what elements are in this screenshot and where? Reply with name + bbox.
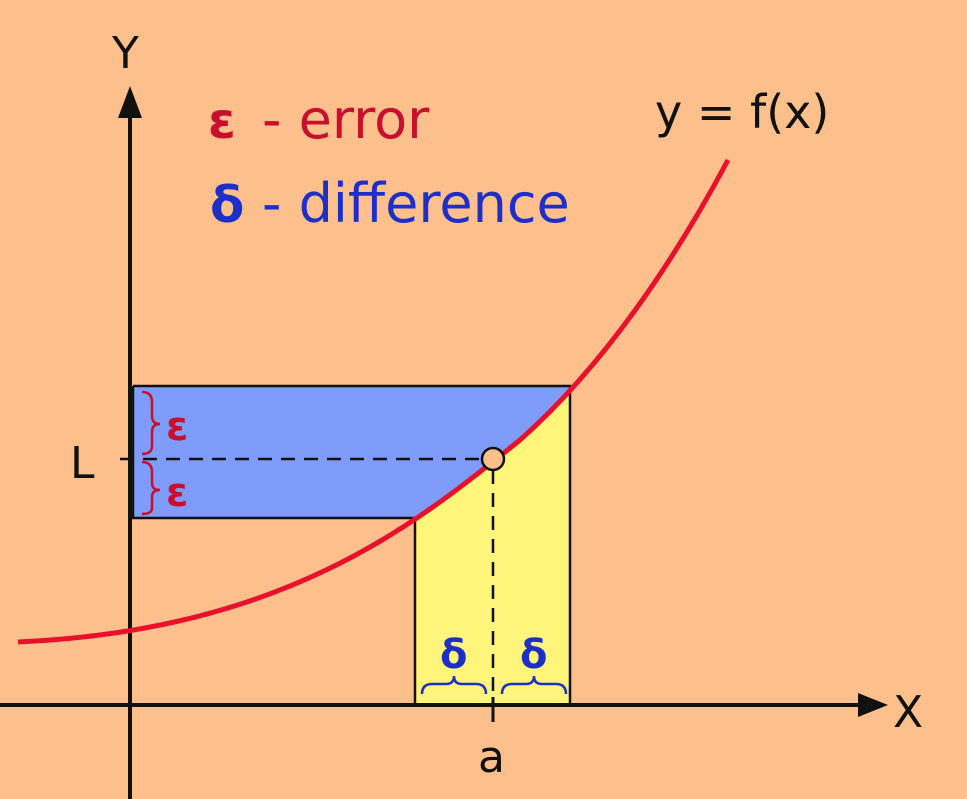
legend-delta-symbol: δ [210,176,244,234]
delta-band-outline [131,386,417,705]
y-axis-label: Y [111,28,139,79]
delta-mark-right: δ [520,632,547,678]
epsilon-brace-upper [141,390,161,456]
legend-delta-text: - difference [262,172,570,235]
point-a-label: a [478,732,505,783]
legend-epsilon-symbol: ε [208,92,236,150]
x-axis-label: X [893,687,923,738]
function-label: y = f(x) [655,85,829,139]
limit-label: L [70,438,95,489]
epsilon-band-outline [133,384,572,705]
epsilon-mark-upper: ε [166,404,188,450]
epsilon-brace-lower [141,460,161,516]
x-axis-arrow [858,693,888,717]
delta-brace-left [420,675,488,695]
delta-brace-right [500,675,568,695]
limit-point [480,446,506,472]
epsilon-mark-lower: ε [166,470,188,516]
legend-epsilon-text: - error [262,88,430,151]
delta-mark-left: δ [440,632,467,678]
y-axis-arrow [118,86,142,118]
